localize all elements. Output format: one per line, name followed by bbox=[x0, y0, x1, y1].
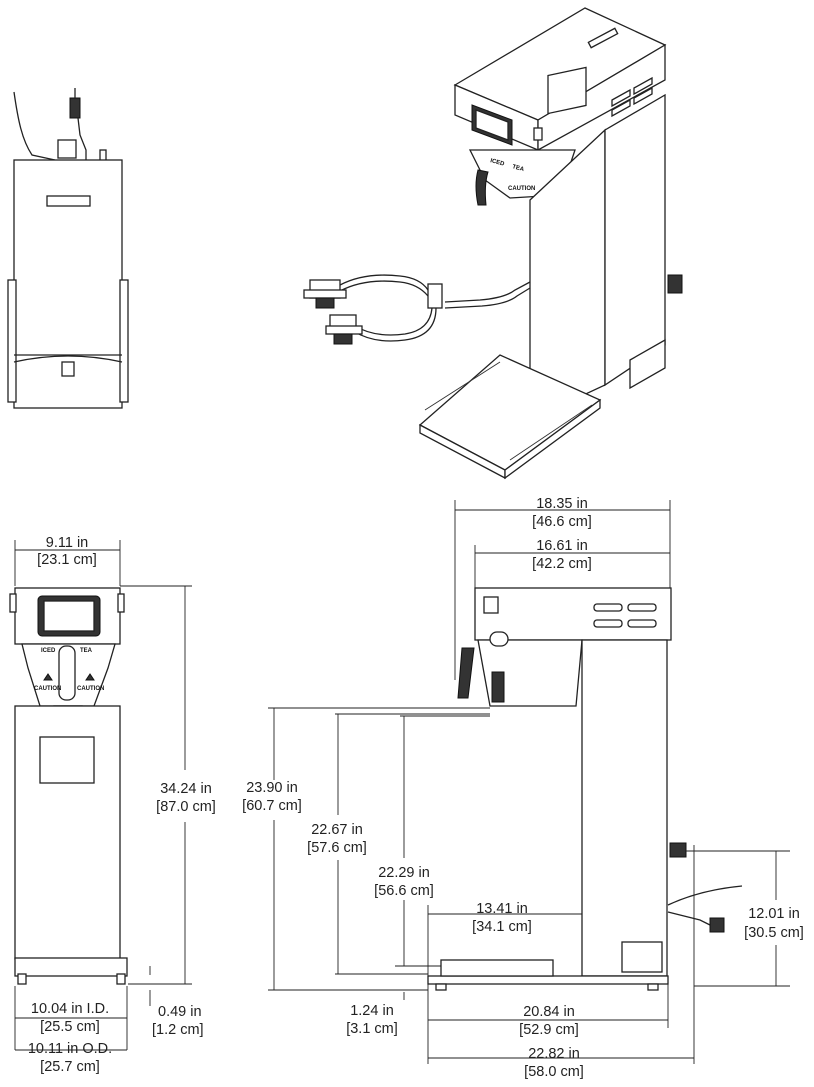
clearance-min-cm: [56.6 cm] bbox=[374, 883, 434, 899]
cord-height-cm: [30.5 cm] bbox=[744, 925, 804, 941]
front-view-drawing: ICED TEA CAUTION CAUTION bbox=[9, 587, 128, 985]
body-width-in: 16.61 in bbox=[536, 538, 588, 554]
iced-label: ICED bbox=[41, 648, 56, 654]
dimension-lines bbox=[14, 500, 790, 1064]
side-column bbox=[581, 639, 668, 977]
dimension-labels: 9.11 in [23.1 cm] 34.24 in [87.0 cm] 10.… bbox=[28, 496, 804, 1080]
overall-depth-in: 22.82 in bbox=[528, 1046, 580, 1062]
svg-text:TEA: TEA bbox=[511, 164, 525, 173]
side-tray bbox=[427, 975, 669, 985]
clearance-max-cm: [60.7 cm] bbox=[242, 798, 302, 814]
side-vents bbox=[593, 603, 657, 628]
side-funnel-handle bbox=[457, 647, 475, 699]
side-view-drawing bbox=[427, 587, 743, 991]
clearance-mid-cm: [57.6 cm] bbox=[307, 840, 367, 856]
tray-id-in: 10.04 in I.D. bbox=[31, 1001, 109, 1017]
iso-top-vent bbox=[587, 27, 619, 49]
front-tray bbox=[14, 957, 128, 977]
overall-width-in: 18.35 in bbox=[536, 496, 588, 512]
faucet-top bbox=[61, 361, 75, 377]
power-cord bbox=[13, 91, 56, 161]
top-view-drawing bbox=[7, 88, 129, 409]
iso-side-vents bbox=[611, 76, 653, 118]
isometric-view-drawing: ICED TEA CAUTION bbox=[303, 7, 683, 480]
overall-height-cm: [87.0 cm] bbox=[156, 799, 216, 815]
side-head bbox=[474, 587, 672, 641]
tray-height-cm: [3.1 cm] bbox=[346, 1021, 398, 1037]
tray-od-in: 10.11 in O.D. bbox=[28, 1041, 112, 1057]
front-funnel-handle bbox=[58, 645, 76, 701]
base-depth-in: 20.84 in bbox=[523, 1004, 575, 1020]
tea-label: TEA bbox=[80, 648, 93, 654]
tray-id-cm: [25.5 cm] bbox=[40, 1019, 100, 1035]
svg-text:ICED: ICED bbox=[489, 158, 505, 168]
caution-label-right: CAUTION bbox=[77, 686, 104, 692]
clearance-max-in: 23.90 in bbox=[246, 780, 298, 796]
svg-text:CAUTION: CAUTION bbox=[508, 186, 535, 192]
front-label-plate bbox=[39, 736, 95, 784]
cord-height-in: 12.01 in bbox=[748, 906, 800, 922]
foot-height-in: 0.49 in bbox=[158, 1004, 202, 1020]
tray-od-cm: [25.7 cm] bbox=[40, 1059, 100, 1075]
side-water-inlet bbox=[669, 842, 687, 858]
side-plug-icon bbox=[709, 917, 725, 933]
clearance-min-in: 22.29 in bbox=[378, 865, 430, 881]
front-width-in: 9.11 in bbox=[46, 535, 88, 551]
clearance-mid-in: 22.67 in bbox=[311, 822, 363, 838]
iso-funnel-handle bbox=[475, 169, 489, 206]
tray-to-body-cm: [34.1 cm] bbox=[472, 919, 532, 935]
water-inlet bbox=[57, 139, 77, 159]
overall-depth-cm: [58.0 cm] bbox=[524, 1064, 584, 1080]
plug-icon bbox=[69, 97, 81, 119]
base-depth-cm: [52.9 cm] bbox=[519, 1022, 579, 1038]
iso-connector-1 bbox=[303, 279, 347, 309]
caution-label-left: CAUTION bbox=[34, 686, 61, 692]
top-vent bbox=[46, 195, 91, 207]
overall-width-cm: [46.6 cm] bbox=[532, 514, 592, 530]
tray-to-body-in: 13.41 in bbox=[476, 901, 528, 917]
iso-connector-2 bbox=[325, 314, 363, 345]
body-width-cm: [42.2 cm] bbox=[532, 556, 592, 572]
overall-height-in: 34.24 in bbox=[160, 781, 212, 797]
tray-height-in: 1.24 in bbox=[350, 1003, 394, 1019]
front-width-cm: [23.1 cm] bbox=[37, 552, 97, 568]
foot-height-cm: [1.2 cm] bbox=[152, 1022, 204, 1038]
